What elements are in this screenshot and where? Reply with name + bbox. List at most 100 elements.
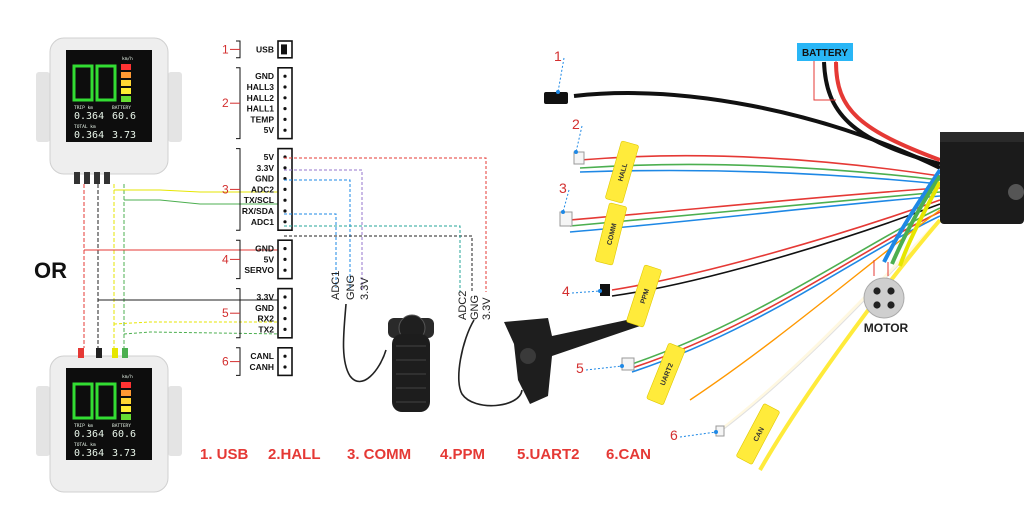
display-bottom-trip-value: 0.364 [74, 429, 104, 440]
throttle-grip [342, 303, 434, 412]
pin-label: TX/SCL [244, 195, 274, 205]
display-top-total-label: TOTAL km [74, 124, 96, 130]
brake-wire-labels: ADC2 GNG 3.3V [457, 291, 493, 320]
legend-item: 6.CAN [606, 446, 651, 463]
pin-group-number: 2 [222, 96, 229, 110]
display-bottom-total-label: TOTAL km [74, 442, 96, 448]
legend: 1. USB 2.HALL 3. COMM 4.PPM 5.UART2 6.CAN [200, 446, 651, 463]
display-bottom-total-value: 0.364 [74, 448, 104, 459]
brake-wire-3v3: 3.3V [481, 297, 493, 320]
battery-tag [797, 43, 853, 61]
callout-4: 4 [562, 283, 602, 299]
motor-label: MOTOR [864, 321, 909, 335]
pin-label: GND [255, 71, 274, 81]
display-bottom-speed-label: km/h [122, 374, 133, 380]
tag-uart2: UART2 [646, 343, 686, 405]
comm-wires [284, 157, 487, 292]
pin-label: SERVO [244, 265, 274, 275]
display-top-battery-top: 60.6 [112, 111, 136, 122]
display-unit-top: TRIP km 0.364 TOTAL km 0.364 BATTERY 60.… [36, 37, 182, 184]
pin-label: RX2 [257, 314, 274, 324]
pin-group-number: 1 [222, 42, 229, 56]
controller-harness [569, 61, 942, 471]
display-bottom-battery-label: BATTERY [112, 423, 131, 429]
callout-5: 5 [576, 360, 624, 376]
pin-label: 5V [264, 125, 275, 135]
harness-callouts: 1 2 3 4 5 6 [554, 48, 718, 443]
tag-label: PPM [640, 288, 651, 305]
display-top-battery-bottom: 3.73 [112, 130, 136, 141]
motor-connector [863, 260, 905, 319]
display-top-battery-label: BATTERY [112, 105, 131, 111]
display-top-speed-label: km/h [122, 56, 133, 62]
pin-label: HALL1 [247, 104, 275, 114]
pin-group-1: 1 USB [222, 40, 293, 59]
callout-1: 1 [554, 48, 565, 94]
throttle-wire-adc1: ADC1 [330, 271, 342, 300]
display-top-trip-value: 0.364 [74, 111, 104, 122]
brake-wire-adc2: ADC2 [457, 291, 469, 320]
display-top-total-value: 0.364 [74, 130, 104, 141]
harness-connectors [544, 92, 725, 437]
pin-label: GND [255, 174, 274, 184]
throttle-wire-labels: ADC1 GNG 3.3V [330, 271, 371, 300]
or-label: OR [34, 258, 67, 283]
callout-number: 1 [554, 48, 562, 64]
display-wires [83, 184, 285, 348]
pin-label: 5V [264, 254, 275, 264]
pin-label: GND [255, 244, 274, 254]
display-unit-bottom: TRIP km 0.364 TOTAL km 0.364 BATTERY 60.… [36, 348, 182, 493]
display-top-trip-label: TRIP km [74, 105, 93, 111]
callout-number: 2 [572, 116, 580, 132]
legend-item: 3. COMM [347, 446, 411, 463]
tag-can: CAN [736, 403, 780, 465]
display-bottom-trip-label: TRIP km [74, 423, 93, 429]
pin-label: ADC2 [251, 184, 274, 194]
legend-item: 1. USB [200, 446, 249, 463]
legend-item: 5.UART2 [517, 446, 580, 463]
pin-label: HALL2 [247, 93, 275, 103]
pin-label: USB [256, 44, 274, 54]
throttle-wire-gng: GNG [345, 275, 357, 300]
callout-number: 3 [559, 180, 567, 196]
pin-group-number: 3 [222, 182, 229, 196]
pin-group-number: 4 [222, 252, 229, 266]
pin-label: ADC1 [251, 217, 274, 227]
callout-number: 5 [576, 360, 584, 376]
callout-number: 6 [670, 427, 678, 443]
tag-ppm: PPM [626, 264, 662, 328]
pin-label: HALL3 [247, 82, 275, 92]
pin-label: TX2 [258, 324, 274, 334]
legend-item: 2.HALL [268, 446, 321, 463]
display-bottom-battery-top: 60.6 [112, 429, 136, 440]
pin-label: CANH [249, 362, 274, 372]
callout-number: 4 [562, 283, 570, 299]
pin-label: CANL [250, 351, 274, 361]
pin-label: RX/SDA [242, 206, 274, 216]
pin-label: TEMP [250, 114, 274, 124]
callout-3: 3 [559, 180, 570, 214]
callout-6: 6 [670, 427, 718, 443]
brake-lever [458, 318, 640, 407]
pin-group-number: 6 [222, 355, 229, 369]
tag-hall: HALL [605, 140, 639, 204]
callout-2: 2 [572, 116, 583, 154]
throttle-wire-3v3: 3.3V [359, 277, 371, 300]
controller-box [940, 132, 1024, 224]
pin-label: 3.3V [257, 292, 275, 302]
pin-group-number: 5 [222, 306, 229, 320]
brake-wire-gng: GNG [469, 295, 481, 320]
pin-label: 3.3V [257, 163, 275, 173]
legend-item: 4.PPM [440, 446, 485, 463]
display-bottom-battery-bottom: 3.73 [112, 448, 136, 459]
pin-label: 5V [264, 152, 275, 162]
